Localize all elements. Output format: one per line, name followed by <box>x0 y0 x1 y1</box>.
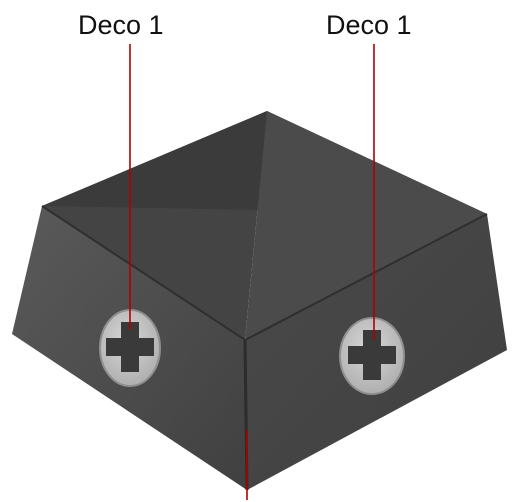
cross-medallion-right-icon <box>348 330 396 380</box>
leader-lines <box>129 44 375 500</box>
cap-top-right-face <box>245 111 487 340</box>
cross-medallion-right <box>339 317 405 395</box>
cross-medallion-left-icon <box>106 322 154 372</box>
decorative-cap <box>12 111 507 491</box>
cross-medallion-left <box>99 309 161 387</box>
callout-label-right: Deco 1 <box>326 10 412 40</box>
callout-label-left: Deco 1 <box>78 10 164 40</box>
